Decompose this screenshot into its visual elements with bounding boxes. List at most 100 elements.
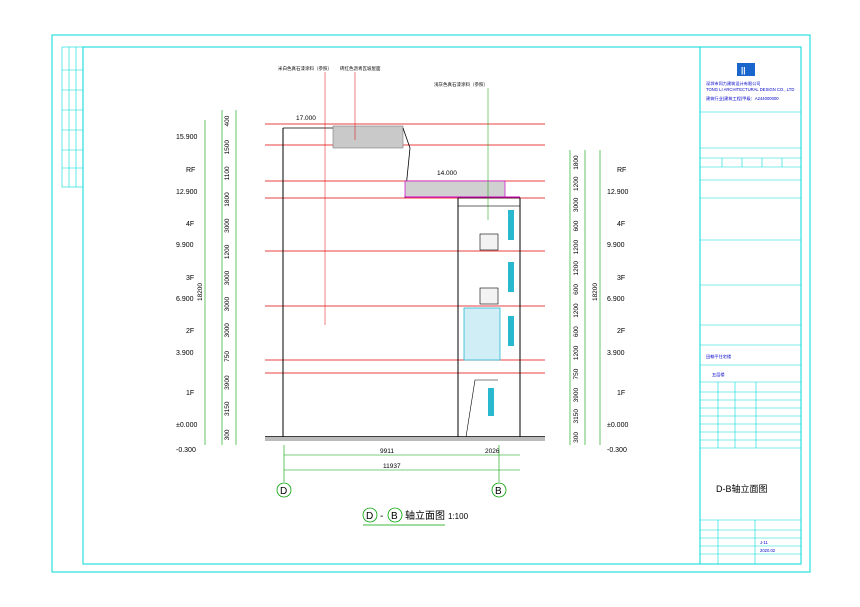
level-left-6900: 6.900 — [176, 296, 194, 303]
project-name: 田翰平住宅楼 — [706, 353, 731, 360]
dim-right-2: 3000 — [573, 197, 580, 212]
level-left-1f: 1F — [186, 390, 194, 397]
dim-right-4: 1200 — [573, 240, 580, 255]
title-axis-d: D — [366, 511, 373, 522]
dim-right-13: 300 — [573, 432, 580, 443]
dim-left-8: 3000 — [224, 323, 231, 338]
window-glazing-4f — [508, 210, 514, 240]
dim-left-6: 3000 — [224, 270, 231, 285]
left-level-labels: 15.900 RF 12.900 4F 9.900 3F 6.900 2F 3.… — [176, 134, 198, 454]
dim-right-7: 1200 — [573, 303, 580, 318]
dim-right-10: 750 — [573, 368, 580, 379]
dim-right-9: 1200 — [573, 345, 580, 360]
dim-left-0: 400 — [224, 115, 231, 126]
axis-lines — [204, 110, 601, 482]
axis-label-d: D — [280, 486, 287, 497]
level-right-4f: 4F — [617, 221, 625, 228]
note-3: 浅灰色真石漆涂料（参照） — [434, 81, 488, 88]
dim-right-0: 1800 — [573, 155, 580, 170]
level-right-0000: ±0.000 — [607, 422, 628, 429]
left-dimension-chain: 400 1500 1100 1800 3000 1200 3000 3000 3000 750 39… — [197, 115, 231, 440]
dim-left-3: 1800 — [224, 192, 231, 207]
title-text: 轴立面图 — [405, 509, 445, 522]
title-axis-b: B — [391, 511, 398, 522]
dim-right-3: 600 — [573, 220, 580, 231]
note-2: 砖红色沥青瓦坡屋面 — [340, 65, 381, 72]
inner-frame — [82, 46, 802, 565]
level-left-neg0300: -0.300 — [176, 447, 196, 454]
dim-bottom-2: 2026 — [485, 448, 500, 455]
dim-left-7: 3000 — [224, 297, 231, 312]
level-right-rf: RF — [617, 167, 626, 174]
material-callouts: 米白色真石漆涂料（参照） 砖红色沥青瓦坡屋面 浅灰色真石漆涂料（参照） — [278, 65, 489, 325]
company-name-cn: 深圳市同力建筑设计有限公司 — [706, 80, 760, 87]
right-level-labels: RF 12.900 4F 9.900 3F 6.900 2F 3.900 1F … — [607, 167, 629, 454]
company-name-en: TONG LI ARCHITECTURAL DESIGN CO., LTD — [706, 87, 794, 92]
dim-bottom-total: 11937 — [383, 463, 401, 470]
sub-project-name: 五层楼 — [712, 371, 725, 378]
note-1: 米白色真石漆涂料（参照） — [278, 65, 332, 72]
dim-left-1: 1500 — [224, 140, 231, 155]
level-left-15900: 15.900 — [176, 134, 198, 141]
level-left-0000: ±0.000 — [176, 422, 197, 429]
dim-right-total: 18200 — [592, 283, 599, 301]
level-right-1f: 1F — [617, 390, 625, 397]
right-dimension-chain: 1800 1200 3000 600 1200 1200 600 1200 600 1200 750… — [573, 155, 599, 443]
axis-bubble-d — [276, 482, 292, 498]
level-left-12900: 12.900 — [176, 189, 198, 196]
level-left-4f: 4F — [186, 221, 194, 228]
level-right-3f: 3F — [617, 275, 625, 282]
curtain-wall — [463, 307, 501, 361]
level-left-9900: 9.900 — [176, 242, 194, 249]
axis-bubble-b — [491, 482, 507, 498]
binding-strip — [61, 46, 84, 188]
dim-left-2: 1100 — [224, 166, 231, 180]
level-left-rf: RF — [186, 167, 195, 174]
dim-left-5: 1200 — [224, 244, 231, 259]
dim-right-1: 1200 — [573, 176, 580, 191]
level-right-neg0300: -0.300 — [607, 447, 627, 454]
level-left-2f: 2F — [186, 328, 194, 335]
dim-right-6: 600 — [573, 284, 580, 295]
level-right-9900: 9.900 — [607, 242, 625, 249]
lower-roof-tiles — [404, 180, 506, 198]
company-cert: 建筑行业(建筑工程)甲级：A244000000 — [706, 95, 779, 102]
building-elevation — [282, 125, 521, 438]
svg-text:||: || — [741, 66, 745, 75]
dim-right-12: 3150 — [573, 409, 580, 424]
level-right-2f: 2F — [617, 328, 625, 335]
level-right-3900: 3.900 — [607, 350, 625, 357]
dim-right-5: 1200 — [573, 261, 580, 276]
upper-roof-tiles — [332, 125, 404, 149]
company-logo — [737, 63, 755, 76]
dim-left-9: 750 — [224, 351, 231, 362]
dim-left-total: 18200 — [197, 283, 204, 301]
drawing-number: J-11 — [760, 540, 769, 545]
dim-left-11: 3150 — [224, 401, 231, 416]
window-glazing-2f — [508, 316, 514, 346]
title-block-drawing-name: D-B轴立面图 — [716, 483, 768, 494]
dim-right-11: 3900 — [573, 388, 580, 403]
svg-text:-: - — [380, 511, 383, 522]
title-block: || 深圳市同力建筑设计有限公司 TONG LI ARCHITECTURAL D… — [699, 46, 802, 565]
ground-hatch — [265, 437, 545, 441]
elev-lower-roof: 14.000 — [437, 170, 457, 177]
dim-right-8: 600 — [573, 326, 580, 337]
drawing-scale: 1:100 — [448, 512, 469, 521]
level-right-12900: 12.900 — [607, 189, 629, 196]
axis-label-b: B — [495, 486, 502, 497]
dim-left-10: 3900 — [224, 375, 231, 390]
elev-roof-peak: 17.000 — [296, 115, 316, 122]
level-left-3900: 3.900 — [176, 350, 194, 357]
level-left-3f: 3F — [186, 275, 194, 282]
entry-door-glazing — [488, 388, 494, 416]
dim-left-12: 300 — [224, 429, 231, 440]
level-right-6900: 6.900 — [607, 296, 625, 303]
drawing-date: 2020.02 — [760, 548, 776, 553]
outer-frame — [51, 34, 811, 573]
dim-bottom-1: 9911 — [380, 448, 394, 455]
dim-left-4: 3000 — [224, 218, 231, 233]
level-lines — [265, 123, 545, 374]
title-bubble-d — [362, 507, 378, 523]
